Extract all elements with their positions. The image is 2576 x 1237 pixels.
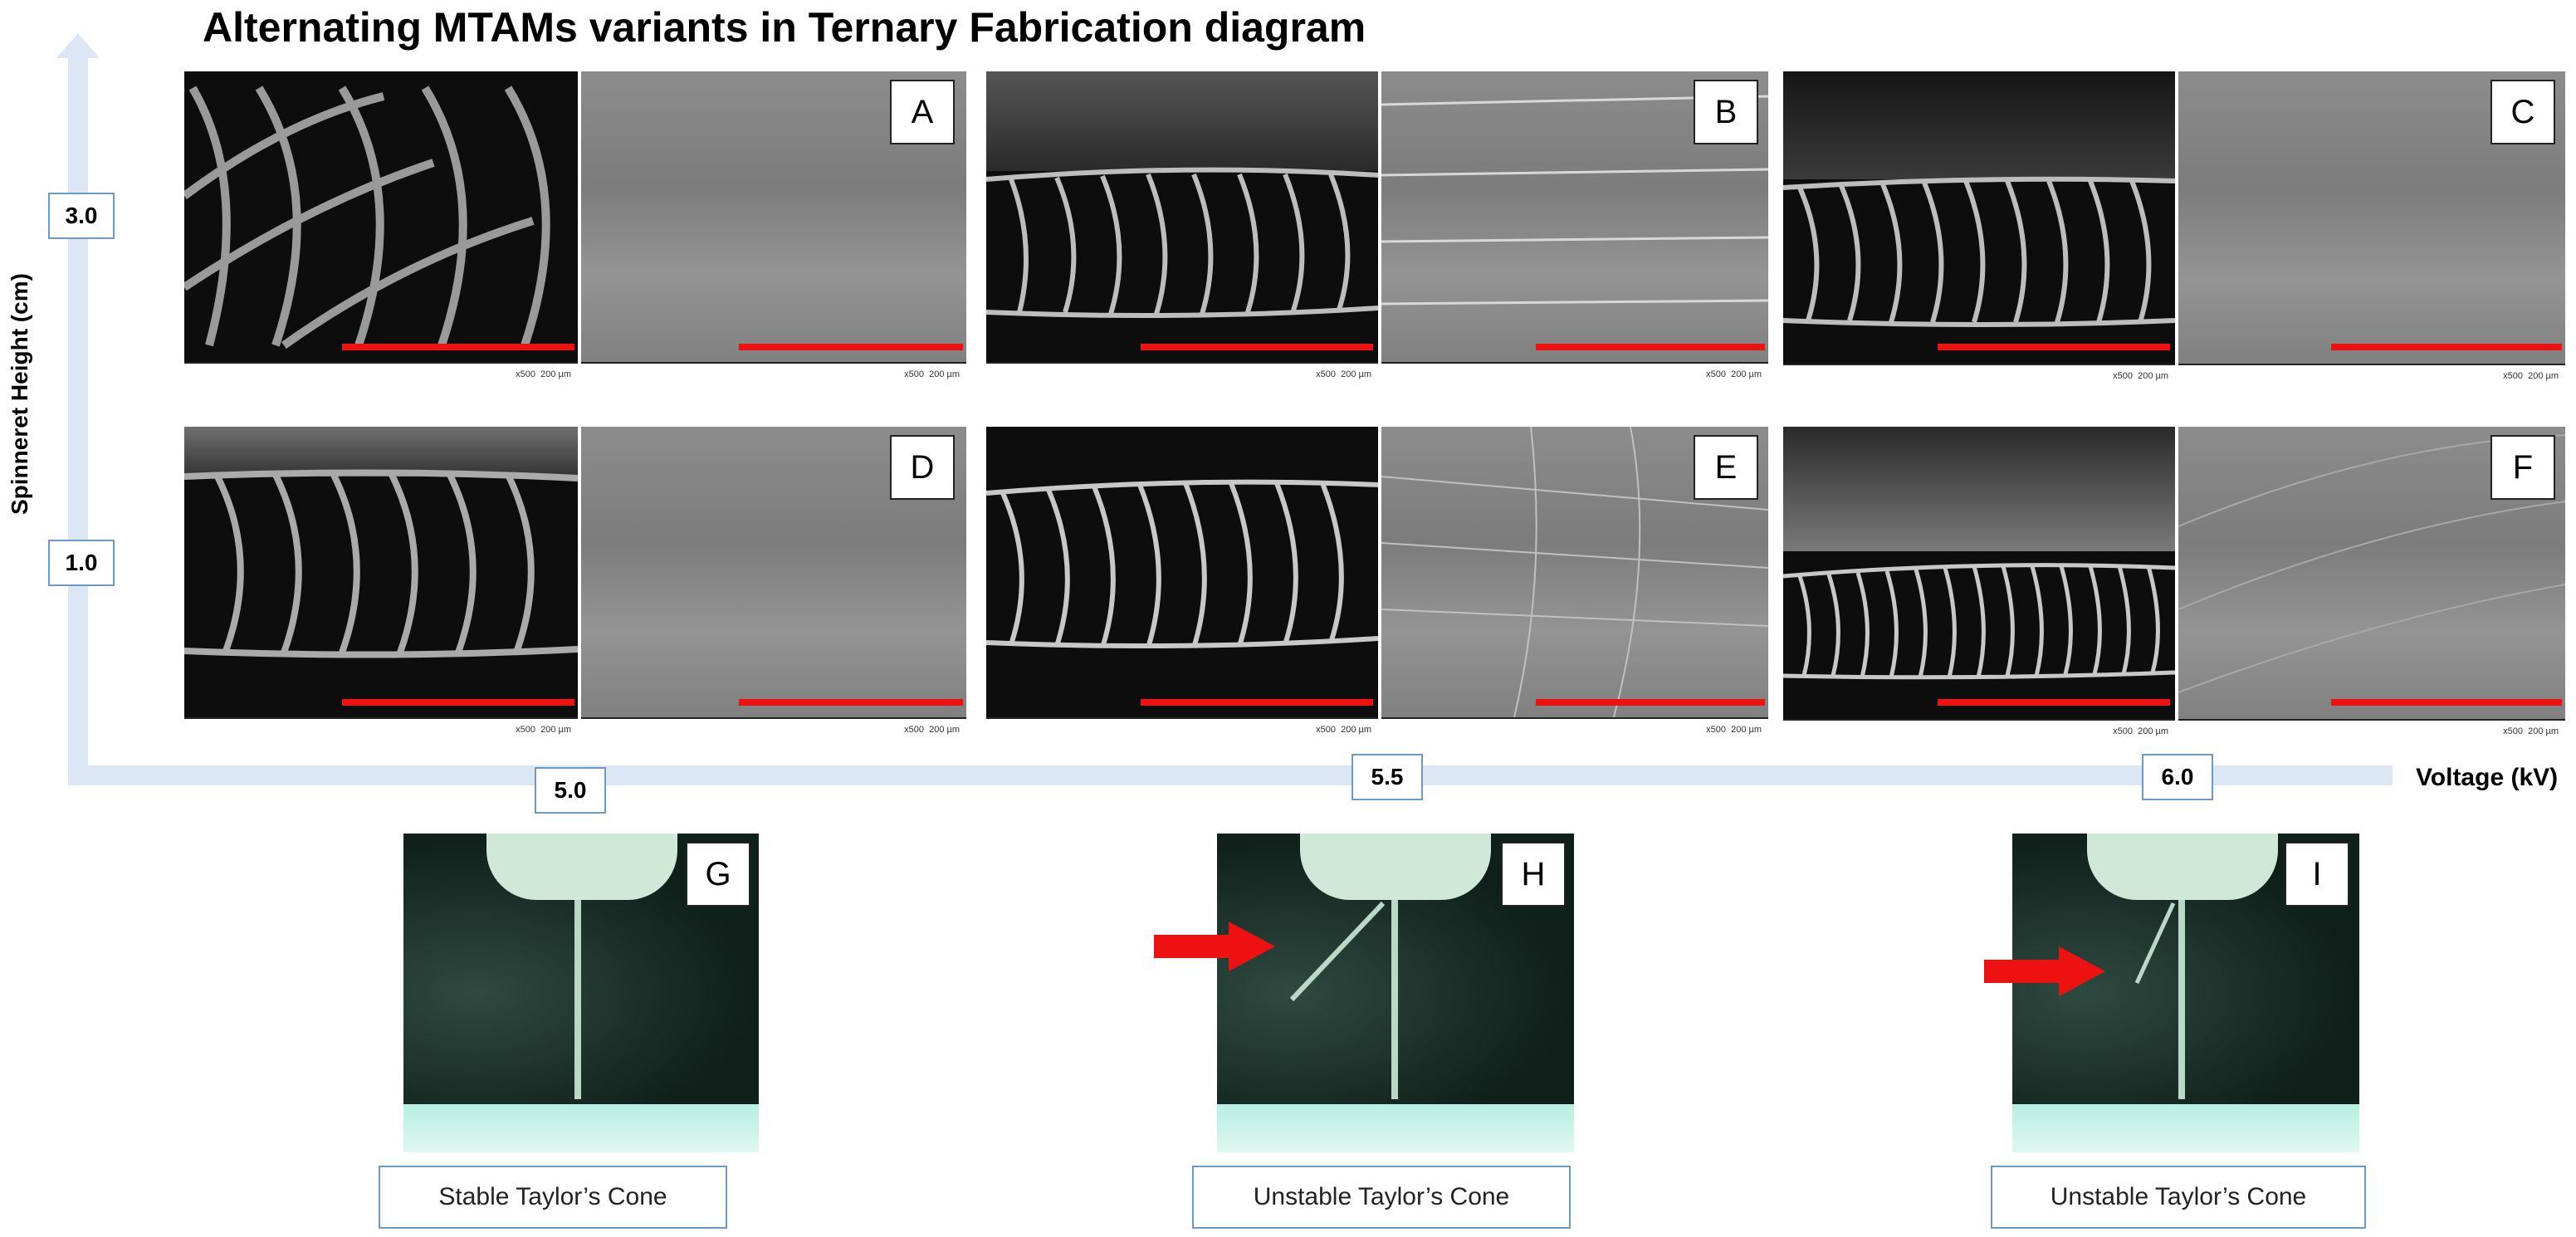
sem-cross-section-image [986,71,1378,362]
scale-bar [1141,344,1373,350]
y-axis-arrowhead [56,33,100,58]
sem-info-bar: x500 200 µm [184,362,578,387]
x-tick-5-5: 5.5 [1352,754,1423,800]
scale-bar [739,344,963,350]
sem-panel-a: x500 200 µm x500 200 µm A [184,71,966,387]
sem-panel-d: x500 200 µm x500 200 µm D [184,427,966,742]
scale-bar [342,699,574,706]
sem-panel-f: x500 200 µm x500 200 µm F [1783,427,2565,742]
y-axis-arrow [68,43,88,784]
scale-bar [1141,699,1373,706]
scale-bar [1536,699,1765,706]
panel-letter: E [1694,435,1758,500]
x-tick-6-0: 6.0 [2142,754,2213,800]
sem-info-bar: x500 200 µm [1783,719,2175,742]
scale-bar [2331,699,2562,706]
sem-info-bar: x500 200 µm [2178,719,2565,742]
panel-letter: D [890,435,955,500]
sem-cross-section-image [184,71,578,362]
taylor-cone-photo-i: I [2012,834,2359,1152]
sem-info-bar: x500 200 µm [986,717,1378,742]
x-axis-bar [68,765,2393,785]
sem-cross-section-image [986,427,1378,717]
scale-bar [1938,344,2170,350]
x-axis-label: Voltage (kV) [2416,764,2559,791]
scale-bar [342,344,574,350]
sem-info-bar: x500 200 µm [581,362,966,387]
sem-panel-b: x500 200 µm x500 200 µm B [986,71,1768,387]
caption-unstable-cone-i: Unstable Taylor’s Cone [1991,1166,2366,1229]
sem-info-bar: x500 200 µm [581,717,966,742]
sem-info-bar: x500 200 µm [1381,717,1768,742]
sem-info-bar: x500 200 µm [2178,364,2565,387]
y-tick-1-0: 1.0 [48,540,115,586]
sem-info-bar: x500 200 µm [184,717,578,742]
y-axis-label: Spinneret Height (cm) [7,273,32,515]
panel-letter: H [1501,842,1566,907]
sem-cross-section-image [1783,427,2175,721]
caption-stable-cone: Stable Taylor’s Cone [379,1166,727,1229]
sem-panel-e: x500 200 µm x500 200 µm E [986,427,1768,742]
scale-bar [1938,699,2170,706]
scale-bar [2331,344,2562,350]
red-arrow-icon [1984,946,2105,996]
scale-bar [1536,344,1765,350]
sem-panel-c: x500 200 µm x500 200 µm C [1783,71,2565,387]
red-arrow-icon [1154,922,1275,971]
sem-info-bar: x500 200 µm [986,362,1378,387]
figure-title: Alternating MTAMs variants in Ternary Fa… [203,4,1366,51]
x-tick-5-0: 5.0 [535,767,606,814]
caption-unstable-cone-h: Unstable Taylor’s Cone [1192,1166,1571,1229]
panel-letter: G [686,842,750,907]
panel-letter: C [2490,80,2555,144]
scale-bar [739,699,963,706]
panel-letter: I [2285,842,2349,907]
sem-cross-section-image [1783,71,2175,365]
panel-letter: B [1694,80,1758,144]
sem-info-bar: x500 200 µm [1783,364,2175,387]
y-tick-3-0: 3.0 [48,193,115,239]
taylor-cone-photo-h: H [1217,834,1574,1152]
panel-letter: F [2490,435,2555,500]
sem-info-bar: x500 200 µm [1381,362,1768,387]
sem-cross-section-image [184,427,578,717]
taylor-cone-photo-g: G [403,834,759,1152]
panel-letter: A [890,80,955,144]
